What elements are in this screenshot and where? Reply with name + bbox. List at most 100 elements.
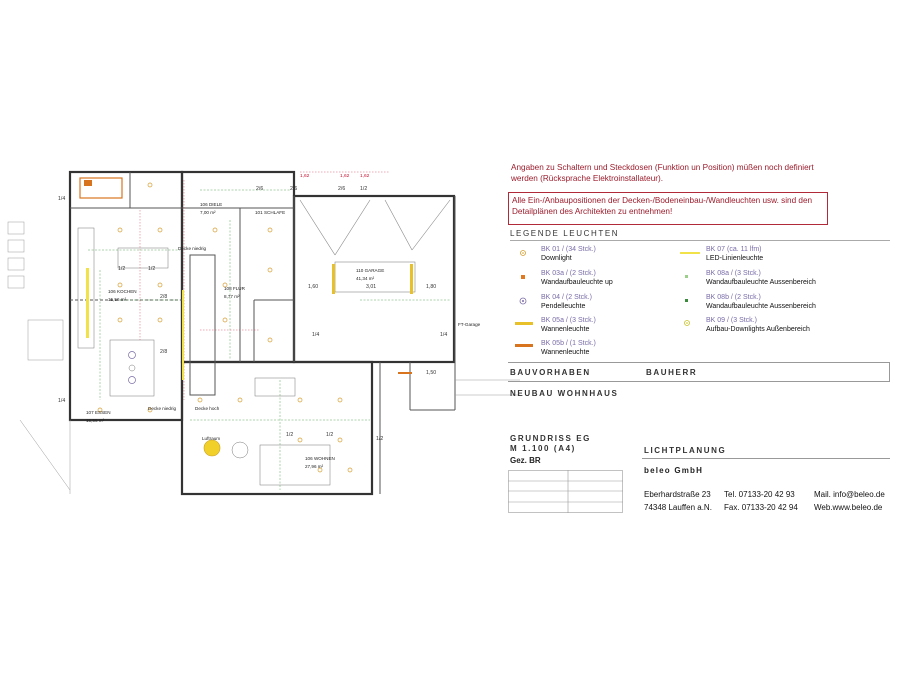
firm-street: Eberhardstraße 23 xyxy=(644,490,711,499)
site-lines xyxy=(7,221,520,494)
dim-red-1: 1,62 xyxy=(300,173,310,179)
inner-walls xyxy=(70,172,456,494)
firm-phone: Tel. 07133-20 42 93 Fax. 07133-20 42 94 xyxy=(724,488,798,514)
building-walls xyxy=(68,170,456,496)
legend-item-bk08b: BK 08b / (2 Stck.) Wandaufbauleuchte Aus… xyxy=(706,294,816,310)
bauherr-label: BAUHERR xyxy=(646,368,698,377)
room-essen: 107 ESSEN xyxy=(86,410,111,415)
room-kochen: 106 KOCHEN xyxy=(108,289,137,294)
wall-light-outdoor-icon xyxy=(685,275,688,278)
drawn-by: Gez. BR xyxy=(510,456,541,465)
dim-garage-6: 1/4 xyxy=(440,332,447,338)
wall-light-up-icon xyxy=(521,275,525,279)
bauvorhaben-label: BAUVORHABEN xyxy=(510,368,591,377)
room-diele: 106 DIELE xyxy=(200,202,222,207)
dim-top-4: 1/2 xyxy=(360,186,367,192)
dimension-labels: 1/4 1/4 2/6 2/6 2/6 1/2 1/2 1/2 2/8 2/8 … xyxy=(58,173,447,442)
pendant-icon xyxy=(519,297,527,305)
room-labels: 106 DIELE 7,00 m² 101 SCHLAFE 108 FLUR 8… xyxy=(86,202,481,469)
dim-kitchen-2: 1/2 xyxy=(148,266,155,272)
dim-living-2: 1/2 xyxy=(326,432,333,438)
legend-item-bk07: BK 07 (ca. 11 lfm) LED-Linienleuchte xyxy=(706,246,764,262)
room-flur-area: 8,77 m² xyxy=(224,294,240,299)
room-garage: 110 GARAGE xyxy=(356,268,384,273)
legend-item-bk03a: BK 03a / (2 Stck.) Wandaufbauleuchte up xyxy=(541,270,613,286)
dim-garage-5: 1/4 xyxy=(312,332,319,338)
lighting-divider xyxy=(642,458,890,459)
firm-tel: Tel. 07133-20 42 93 xyxy=(724,490,795,499)
dim-garage-2: 1,60 xyxy=(308,284,318,290)
switch-lines xyxy=(139,171,390,400)
label-decke-niedrig-1: Decke niedrig xyxy=(178,246,207,251)
revision-table xyxy=(508,470,623,513)
luftraum-light xyxy=(203,439,221,457)
legend-item-bk01: BK 01 / (34 Stck.) Downlight xyxy=(541,246,596,262)
dim-living-1: 1/2 xyxy=(286,432,293,438)
dim-garage-4: 1,50 xyxy=(426,370,436,376)
firm-online: Mail. info@beleo.de Web.www.beleo.de xyxy=(814,488,885,514)
dim-garage-3: 1,80 xyxy=(426,284,436,290)
legend-item-bk09: BK 09 / (3 Stck.) Aufbau-Downlights Auße… xyxy=(706,317,810,333)
dim-kitchen-4: 2/8 xyxy=(160,349,167,355)
firm-address: Eberhardstraße 23 74348 Lauffen a.N. xyxy=(644,488,712,514)
room-essen-area: 15,56 m² xyxy=(86,418,105,423)
firm-name: beleo GmbH xyxy=(644,466,704,475)
note-installation-positions: Alle Ein-/Anbaupositionen der Decken-/Bo… xyxy=(508,192,828,225)
room-ft-garage: FT-Garage xyxy=(458,322,481,327)
wiring-lines xyxy=(88,189,450,490)
room-wohnen-area: 27,96 m² xyxy=(305,464,324,469)
dim-left-2: 1/4 xyxy=(58,398,65,404)
dim-top-1: 2/6 xyxy=(256,186,263,192)
led-line-lights xyxy=(86,264,413,380)
firm-web[interactable]: Web.www.beleo.de xyxy=(814,503,883,512)
firm-city: 74348 Lauffen a.N. xyxy=(644,503,712,512)
legend-item-bk05b: BK 05b / (1 Stck.) Wannenleuchte xyxy=(541,340,596,356)
room-wohnen: 106 WOHNEN xyxy=(305,456,335,461)
dim-kitchen-3: 2/8 xyxy=(160,294,167,300)
room-diele-area: 7,00 m² xyxy=(200,210,216,215)
room-garage-area: 41,34 m² xyxy=(356,276,375,281)
wall-center-wing xyxy=(180,170,296,364)
dim-garage-1: 3,01 xyxy=(366,284,376,290)
wall-light-outdoor-b-icon xyxy=(685,299,688,302)
downlights xyxy=(97,182,353,473)
project-name: NEUBAU WOHNHAUS xyxy=(510,389,619,398)
outdoor-downlight-icon xyxy=(684,320,690,326)
dim-kitchen-1: 1/2 xyxy=(118,266,125,272)
dim-top-3: 2/6 xyxy=(338,186,345,192)
project-header-box xyxy=(508,362,890,382)
garage-roof-lines xyxy=(299,199,451,293)
wardrobe-outline xyxy=(79,177,123,199)
wall-living-wing xyxy=(180,360,374,496)
label-decke-niedrig-2: Decke niedrig xyxy=(148,406,177,411)
legend-item-bk08a: BK 08a / (3 Stck.) Wandaufbauleuchte Aus… xyxy=(706,270,816,286)
firm-fax: Fax. 07133-20 42 94 xyxy=(724,503,798,512)
dim-living-3: 1/2 xyxy=(376,436,383,442)
dim-red-3: 1,62 xyxy=(360,173,370,179)
room-schlafen: 101 SCHLAFE xyxy=(255,210,285,215)
plan-scale: M 1.100 (A4) xyxy=(510,444,576,453)
legend-item-bk05a: BK 05a / (3 Stck.) Wannenleuchte xyxy=(541,317,596,333)
dim-left-1: 1/4 xyxy=(58,196,65,202)
plan-title: GRUNDRISS EG xyxy=(510,434,591,443)
dim-red-2: 1,62 xyxy=(340,173,350,179)
legend-item-bk04: BK 04 / (2 Stck.) Pendelleuchte xyxy=(541,294,592,310)
note-switches: Angaben zu Schaltern und Steckdosen (Fun… xyxy=(511,163,814,183)
furniture xyxy=(77,227,331,486)
floor-plan: 106 DIELE 7,00 m² 101 SCHLAFE 108 FLUR 8… xyxy=(7,170,520,496)
wardrobe-marker xyxy=(84,180,92,186)
firm-mail[interactable]: Mail. info@beleo.de xyxy=(814,490,885,499)
tub-light-a-icon xyxy=(515,322,533,325)
led-line-icon xyxy=(680,252,700,254)
label-decke-hoch: Decke hoch xyxy=(195,406,220,411)
dim-top-2: 2/6 xyxy=(290,186,297,192)
legend-heading: LEGENDE LEUCHTEN xyxy=(510,229,890,241)
room-kochen-area: 15,56 m² xyxy=(108,297,127,302)
lighting-label: LICHTPLANUNG xyxy=(644,446,727,455)
pendant-lights xyxy=(128,351,136,384)
room-flur: 108 FLUR xyxy=(224,286,246,291)
label-luftraum: Luftraum xyxy=(202,436,220,441)
downlight-icon xyxy=(520,250,526,256)
tub-light-b-icon xyxy=(515,344,533,347)
tub-light-b-mark xyxy=(398,372,412,374)
